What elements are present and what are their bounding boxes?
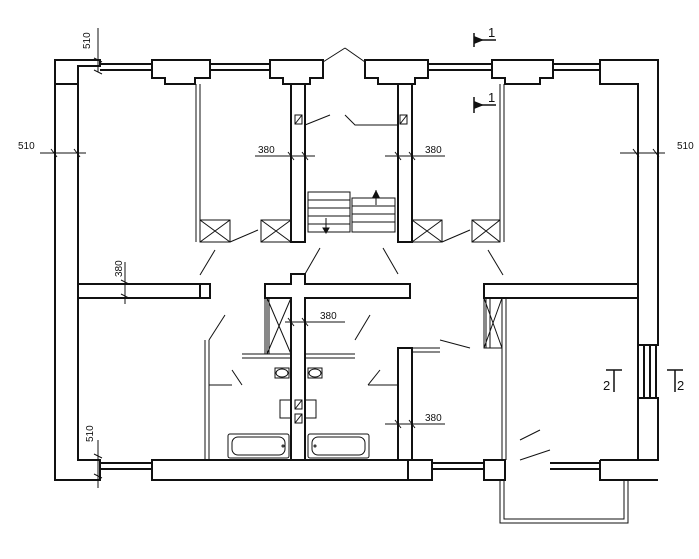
dimension-lines <box>40 28 665 488</box>
dim-interior-left: 380 <box>114 260 125 277</box>
dim-top-left: 510 <box>82 32 93 49</box>
balcony <box>499 480 629 524</box>
sanitary-fixtures <box>227 367 370 459</box>
dim-right: 510 <box>677 141 694 152</box>
dim-stair-left: 380 <box>258 145 275 156</box>
staircase <box>304 114 398 234</box>
section-markers <box>473 33 683 392</box>
interior-walls <box>78 273 639 461</box>
section-label-top-outer: 1 <box>488 25 495 40</box>
section-label-top-inner: 1 <box>488 90 495 105</box>
doors <box>199 229 551 461</box>
dim-left: 510 <box>18 141 35 152</box>
wall-top-left <box>54 59 101 85</box>
closets <box>199 219 503 355</box>
exterior-walls <box>54 59 659 481</box>
entrance-door <box>322 47 366 63</box>
section-label-right-left: 2 <box>603 378 610 393</box>
thin-partitions <box>195 84 507 460</box>
section-label-right-right: 2 <box>677 378 684 393</box>
dim-lower-right: 380 <box>425 413 442 424</box>
vent-icons <box>294 114 408 424</box>
dim-bathroom: 380 <box>320 311 337 322</box>
dim-stair-right: 380 <box>425 145 442 156</box>
dim-bottom-left: 510 <box>85 425 96 442</box>
